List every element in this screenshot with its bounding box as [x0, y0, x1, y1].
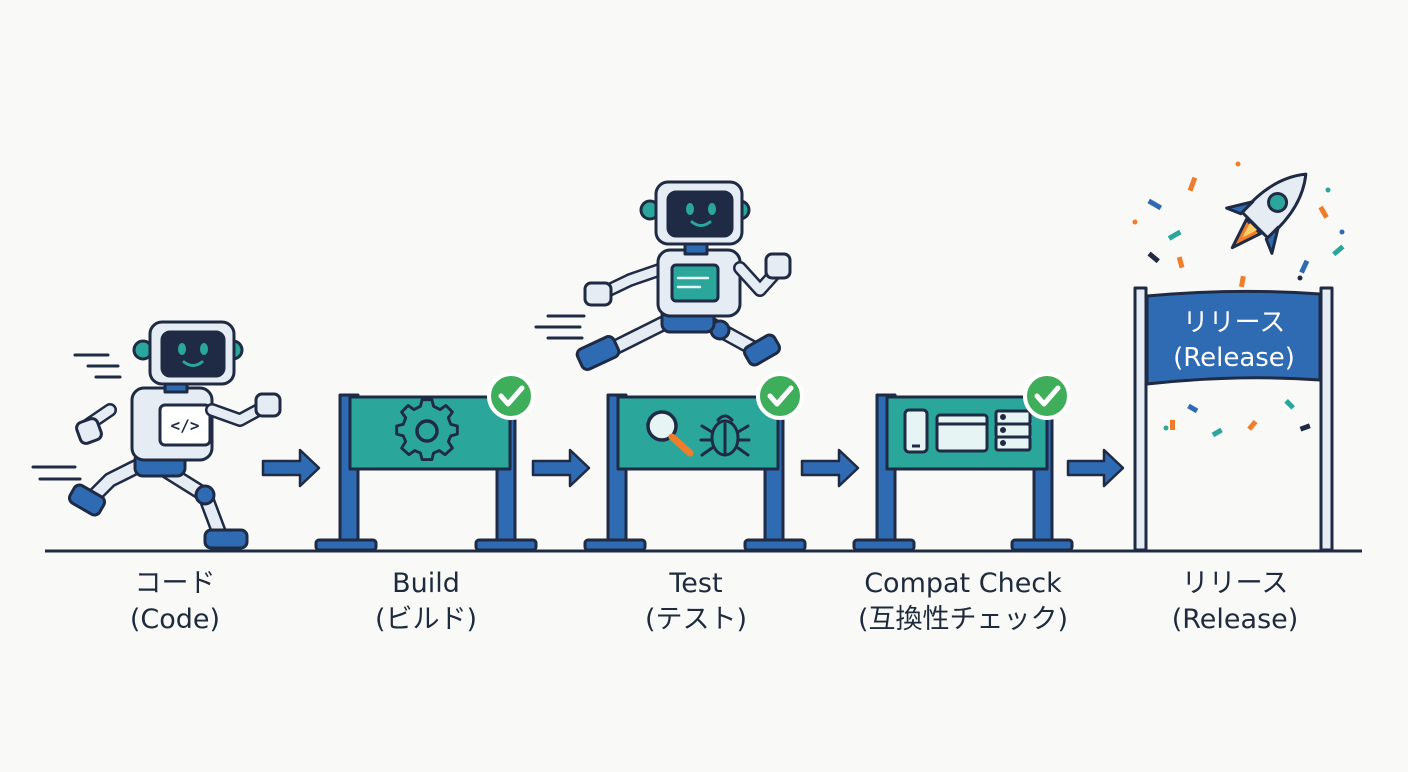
stage-label-build: Build (ビルド) — [340, 566, 512, 638]
browser-window-icon — [935, 413, 989, 453]
confetti-icon — [1132, 161, 1345, 438]
stage-title: Build — [392, 568, 460, 599]
check-icon-compat — [1025, 374, 1069, 418]
stage-subtitle: (Code) — [129, 604, 221, 635]
magnifier-icon — [646, 410, 694, 457]
bug-icon — [699, 414, 751, 457]
arrow-icon-4 — [1066, 448, 1125, 488]
stage-label-release: リリース (Release) — [1140, 566, 1330, 638]
robot-jumper — [534, 180, 792, 371]
hurdle-build — [314, 374, 538, 552]
release-banner-line1: リリース — [1183, 308, 1286, 338]
stage-title: Test — [669, 568, 723, 599]
hurdle-test — [583, 374, 807, 552]
speed-lines-icon — [31, 353, 122, 481]
stage-label-compat: Compat Check (互換性チェック) — [832, 566, 1094, 638]
stage-label-test: Test (テスト) — [610, 566, 782, 638]
code-brackets-icon: </> — [171, 416, 200, 435]
stage-title: Compat Check — [864, 568, 1062, 599]
stage-title: リリース — [1181, 568, 1289, 599]
arrow-icon-1 — [261, 448, 321, 488]
arrow-icon-3 — [800, 448, 860, 488]
gear-icon — [395, 398, 459, 462]
hurdle-compat — [852, 374, 1074, 552]
stage-title: コード — [134, 568, 216, 599]
check-icon-build — [489, 374, 533, 418]
stage-label-code: コード (Code) — [90, 566, 260, 638]
stage-subtitle: (ビルド) — [374, 604, 478, 635]
speed-lines-icon — [534, 314, 586, 340]
stage-subtitle: (Release) — [1171, 604, 1299, 635]
arrow-icon-2 — [531, 448, 591, 488]
robot-runner: </> — [31, 320, 282, 550]
stage-subtitle: (テスト) — [644, 604, 748, 635]
stage-subtitle: (互換性チェック) — [857, 604, 1069, 635]
check-icon-test — [758, 374, 802, 418]
server-icon — [994, 409, 1032, 452]
release-gate — [1133, 286, 1334, 552]
phone-icon — [903, 408, 929, 454]
rocket-icon — [1225, 172, 1308, 255]
release-banner-line2: (Release) — [1173, 343, 1295, 373]
